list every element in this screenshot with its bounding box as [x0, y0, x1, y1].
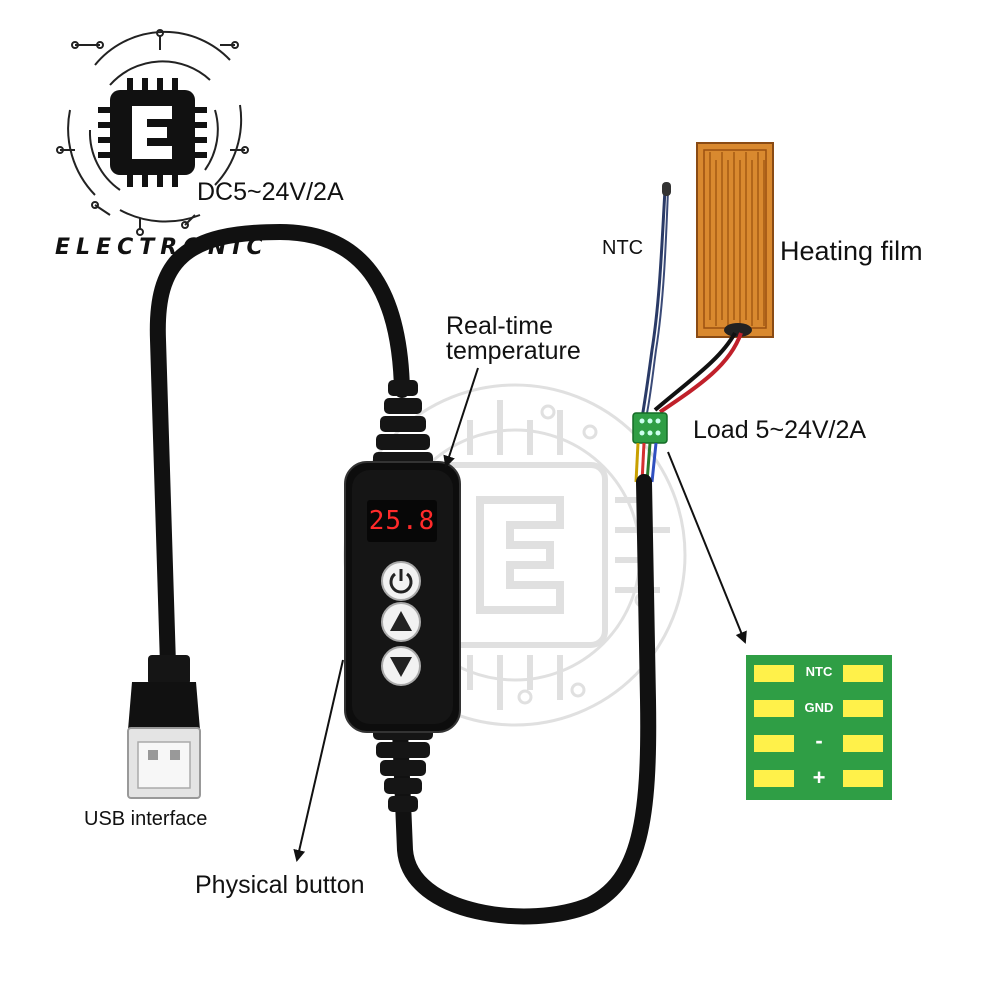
power-icon — [389, 569, 413, 594]
heating-film-label: Heating film — [780, 236, 923, 266]
temperature-display: 25.8 — [368, 506, 436, 536]
pad-label-minus: - — [815, 728, 823, 753]
down-arrow-icon — [390, 657, 412, 677]
up-arrow-icon — [390, 611, 412, 631]
brand-logo: ELECTRONIC — [55, 29, 263, 260]
main-cable — [149, 223, 657, 925]
heating-film — [696, 142, 774, 338]
strain-relief-top — [373, 380, 433, 466]
pad-label-plus: + — [812, 765, 826, 790]
strain-relief-bottom — [373, 726, 433, 812]
power-button[interactable] — [381, 561, 421, 601]
realtime-label-line1: Real-time — [446, 312, 553, 340]
ntc-label: NTC — [602, 237, 644, 259]
load-spec-label: Load 5~24V/2A — [693, 416, 867, 444]
usb-plug — [127, 655, 201, 799]
physical-button-label: Physical button — [195, 871, 365, 899]
power-spec-label: DC5~24V/2A — [197, 178, 344, 206]
realtime-label-line2: temperature — [446, 337, 581, 365]
usb-interface-label: USB interface — [84, 808, 208, 830]
pad-label-ntc: NTC — [805, 664, 833, 679]
small-pcb — [632, 412, 668, 444]
pad-label-gnd: GND — [804, 700, 834, 715]
down-button[interactable] — [381, 646, 421, 686]
pad-board — [746, 655, 892, 800]
up-button[interactable] — [381, 602, 421, 642]
